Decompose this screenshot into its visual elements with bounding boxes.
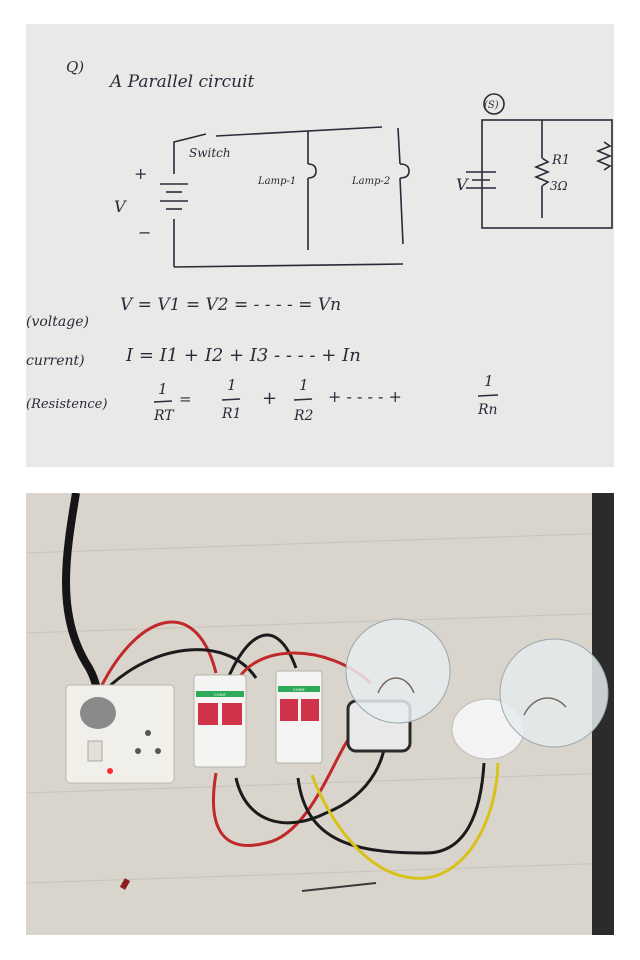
- breaker-1-brand-strip: [196, 691, 244, 697]
- plus-r1: +: [262, 388, 277, 409]
- socket-switch[interactable]: [87, 740, 103, 762]
- lamp2-label: Lamp-2: [351, 176, 390, 187]
- lamp-1-bulb: [345, 618, 451, 724]
- lamp-2-bulb: [499, 638, 609, 748]
- resistance-tag: (Resistence): [26, 397, 107, 412]
- rn-numerator: 1: [484, 372, 494, 390]
- voltage-equation: V = V1 = V2 = - - - - = Vn: [120, 295, 341, 315]
- voltage-source-label: V: [114, 197, 127, 216]
- plus-sign: +: [134, 164, 147, 183]
- lamp1-label: Lamp-1: [257, 176, 296, 187]
- r1-numerator: 1: [227, 376, 237, 394]
- lamp-2: [451, 638, 609, 760]
- wire-scrap: [301, 882, 377, 892]
- minus-sign: −: [138, 223, 151, 242]
- lamp-1-filament: [377, 677, 415, 694]
- socket-hole: [145, 730, 151, 736]
- power-indicator-light: [107, 768, 113, 774]
- current-tag: current): [26, 353, 85, 369]
- parallel-circuit-diagram: [160, 93, 613, 268]
- wiring-photo: CHINT CHINT: [26, 493, 614, 935]
- current-equation: I = I1 + I2 + I3 - - - - + In: [125, 345, 361, 366]
- breaker-2-handle-b[interactable]: [301, 699, 319, 721]
- breaker-2-brand: CHINT: [293, 687, 306, 692]
- wire-scrap: [119, 878, 131, 890]
- socket-hole: [135, 748, 141, 754]
- sketch-photo: Q) A Parallel circuit: [26, 24, 614, 467]
- breaker-2-brand-strip: [278, 686, 320, 692]
- circuit-breaker-2[interactable]: CHINT: [275, 670, 323, 764]
- switch-label: Switch: [189, 146, 231, 160]
- r1-label: R1: [551, 153, 570, 168]
- equals-sign: =: [179, 390, 192, 408]
- resistance-fraction-bars: [153, 394, 499, 403]
- breaker-2-handle-a[interactable]: [280, 699, 298, 721]
- plug-head: [80, 697, 116, 729]
- circuit-breaker-1[interactable]: CHINT: [193, 674, 247, 768]
- connection-wires: [96, 620, 500, 880]
- rt-denominator: RT: [153, 408, 175, 424]
- board-grain: [26, 532, 614, 884]
- r2-denominator: R2: [293, 408, 314, 424]
- r1-denominator: R1: [221, 406, 241, 422]
- breaker-1-brand: CHINT: [214, 692, 227, 697]
- power-socket[interactable]: [65, 684, 175, 784]
- breaker-1-handle-a[interactable]: [198, 703, 218, 725]
- voltage-source-label-right: V: [456, 175, 469, 194]
- socket-hole: [155, 748, 161, 754]
- voltage-tag: (voltage): [26, 314, 89, 330]
- rn-denominator: Rn: [477, 402, 498, 418]
- sketch-drawing: Q) A Parallel circuit: [26, 58, 613, 424]
- r2-numerator: 1: [299, 376, 309, 394]
- lamp-1: [345, 618, 451, 753]
- r1-value: 3Ω: [550, 179, 568, 193]
- wiring-scene: CHINT CHINT: [26, 493, 614, 935]
- resistance-dots: + - - - - +: [328, 387, 402, 406]
- sketch-title: A Parallel circuit: [108, 72, 255, 92]
- question-mark: Q): [66, 58, 84, 76]
- lamp-2-filament: [523, 697, 567, 716]
- meter-label: (S): [484, 100, 499, 111]
- rt-numerator: 1: [158, 380, 168, 398]
- main-power-cable: [62, 493, 102, 699]
- breaker-1-handle-b[interactable]: [222, 703, 242, 725]
